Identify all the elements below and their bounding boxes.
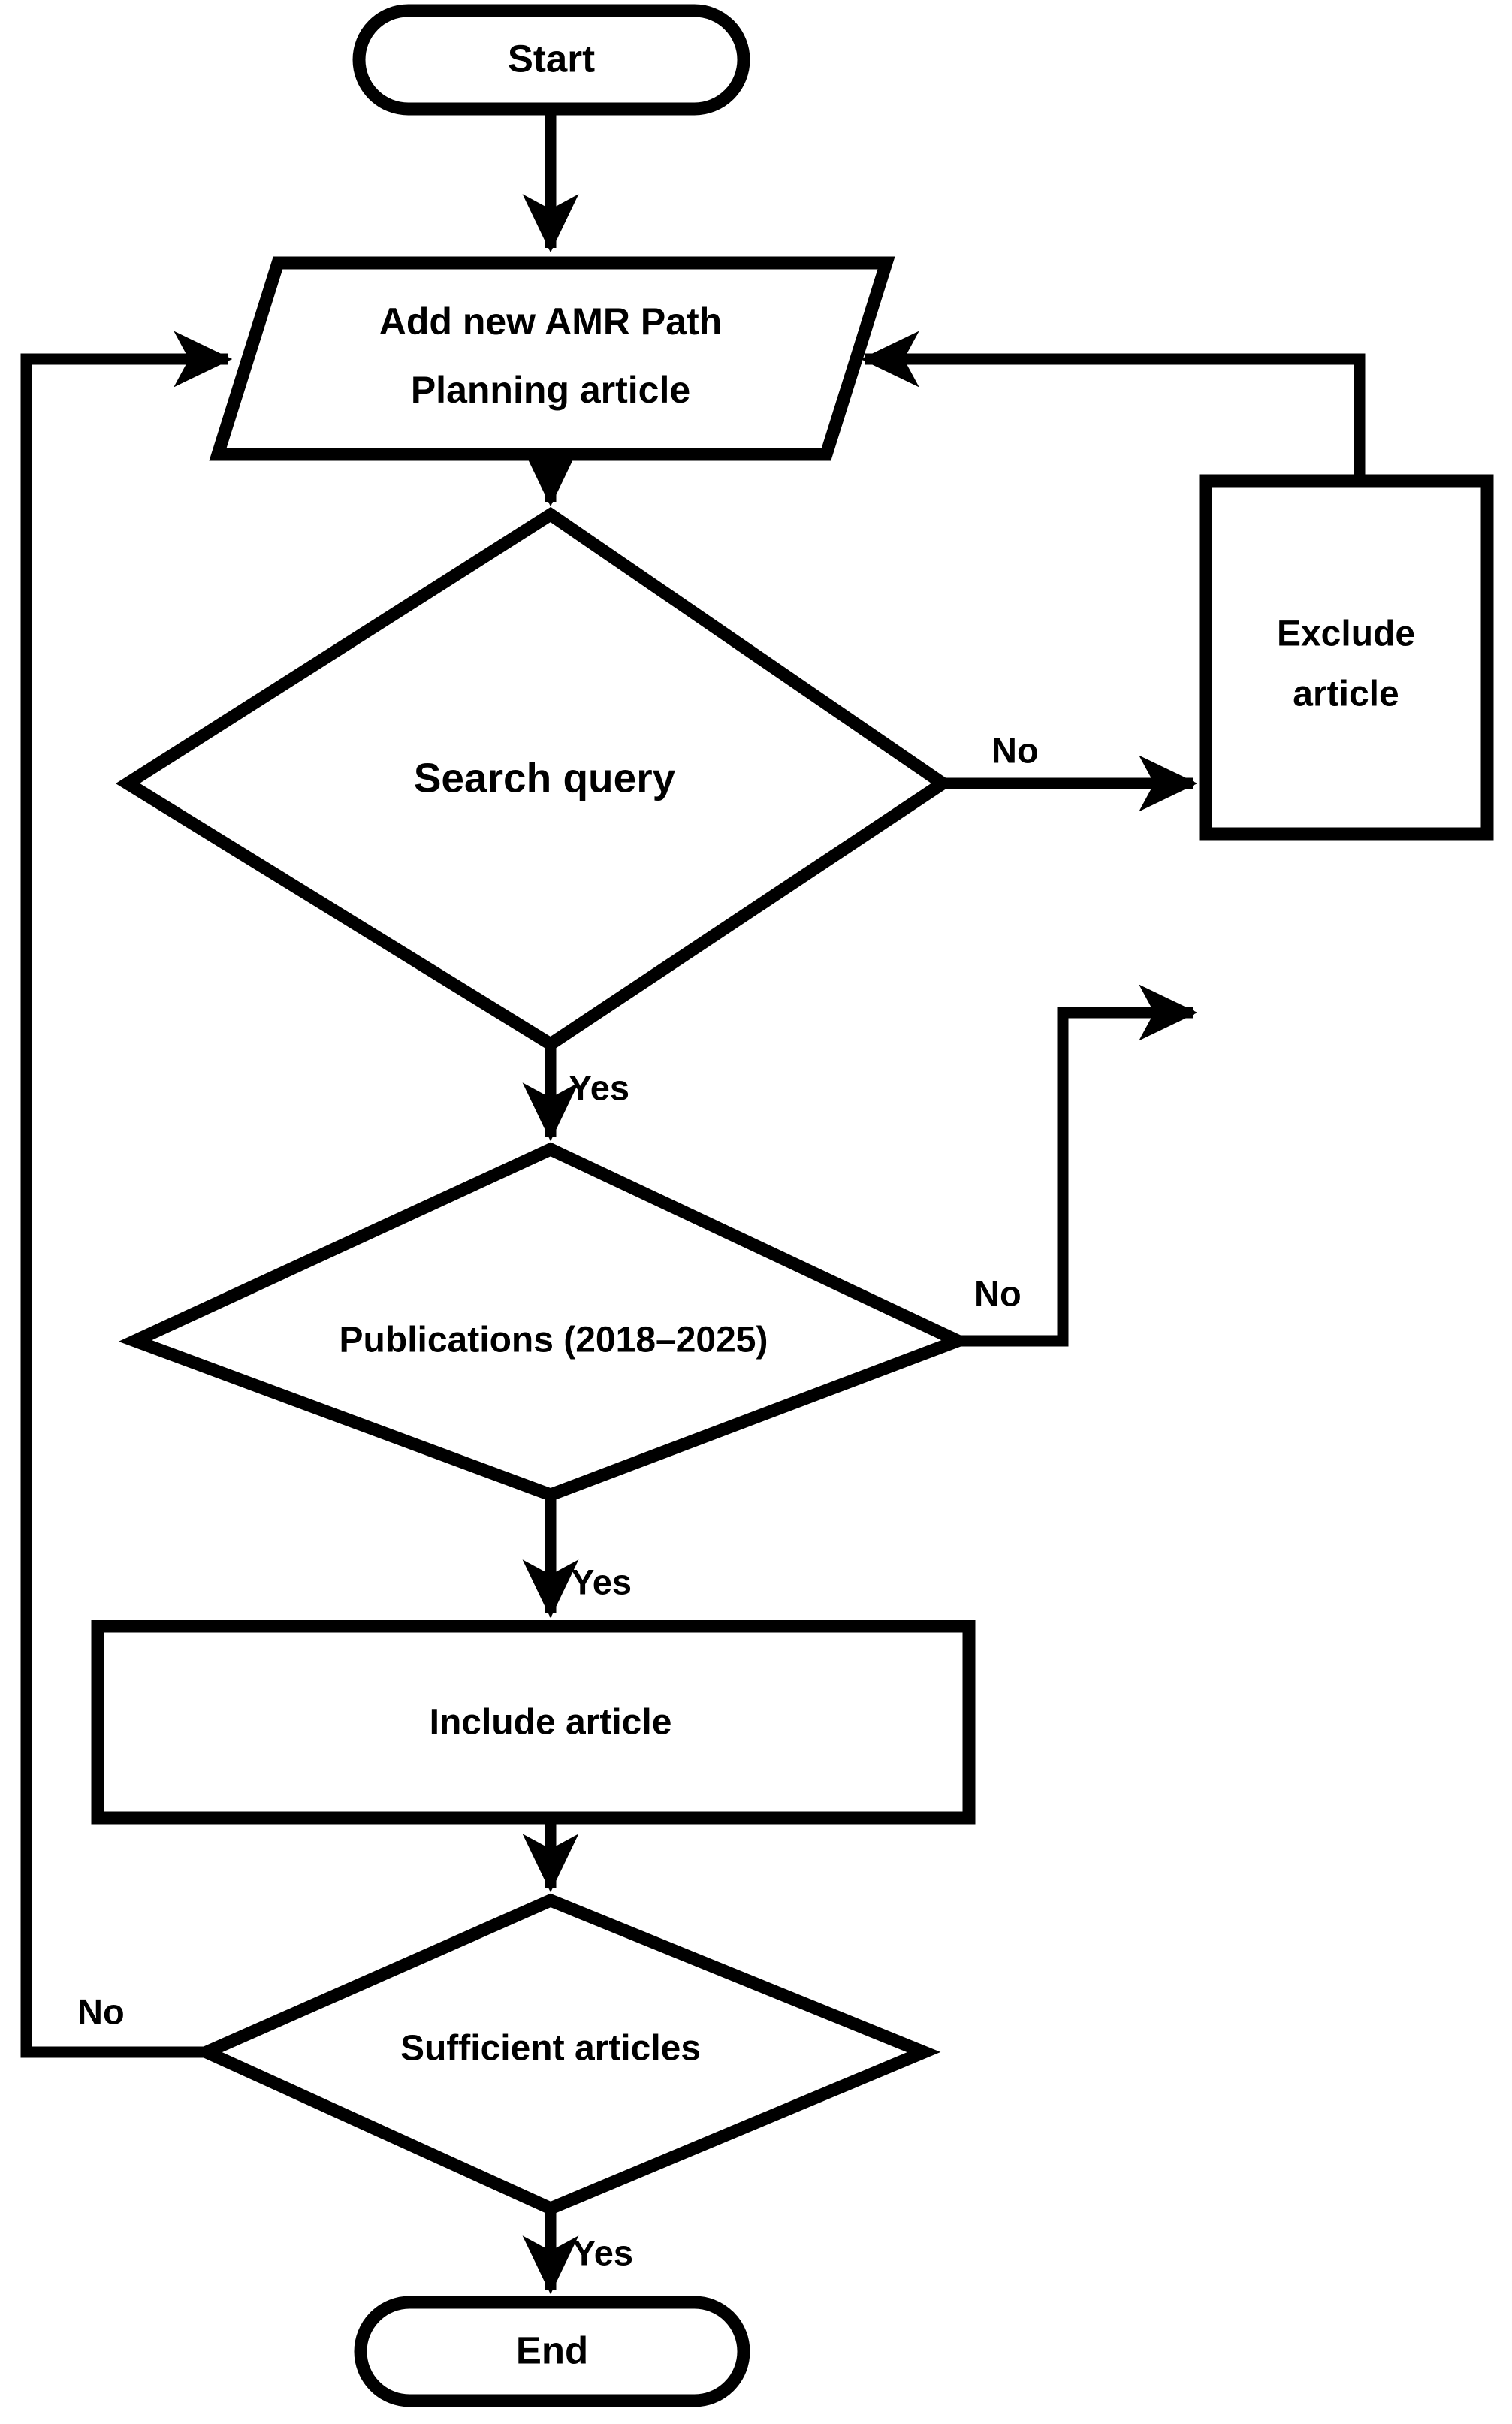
add-article-label-line2: Planning article xyxy=(411,369,690,411)
sufficient-articles-label: Sufficient articles xyxy=(400,2029,701,2069)
exclude-article-label-line2: article xyxy=(1293,675,1399,714)
edge-publications-no-to-exclude xyxy=(958,984,1198,1347)
publications-label: Publications (2018–2025) xyxy=(340,1321,768,1360)
node-search-query[interactable]: Search query xyxy=(115,506,955,1052)
include-article-label: Include article xyxy=(430,1703,672,1743)
search-query-label: Search query xyxy=(414,755,676,801)
include-article-shape xyxy=(91,1620,976,1825)
edge-exclude-to-add xyxy=(860,331,1366,481)
edge-label-sufficient-yes: Yes xyxy=(572,2232,633,2272)
edge-label-publications-no: No xyxy=(974,1273,1022,1313)
edge-label-sufficient-no: No xyxy=(77,1991,125,2031)
node-end[interactable]: End xyxy=(354,2296,750,2407)
edge-label-search-no: No xyxy=(991,730,1039,770)
search-query-shape xyxy=(115,506,955,1052)
node-include-article[interactable]: Include article xyxy=(91,1620,976,1825)
end-shape xyxy=(354,2296,750,2407)
node-add-article[interactable]: Add new AMR Path Planning article xyxy=(209,256,895,461)
add-article-shape xyxy=(209,256,895,461)
node-publications[interactable]: Publications (2018–2025) xyxy=(118,1142,974,1502)
publications-shape xyxy=(118,1142,974,1502)
edge-label-search-yes: Yes xyxy=(569,1067,629,1107)
edge-label-publications-yes: Yes xyxy=(571,1562,632,1601)
start-shape xyxy=(352,4,750,116)
node-exclude-article[interactable]: Exclude article xyxy=(1199,474,1494,841)
node-start[interactable]: Start xyxy=(352,4,750,116)
start-label: Start xyxy=(508,37,595,80)
sufficient-articles-shape xyxy=(191,1893,941,2216)
end-label: End xyxy=(516,2329,588,2371)
edge-sufficient-no-to-add xyxy=(20,331,233,2058)
connector-group: exclude --> publications --> exclude (ri… xyxy=(20,109,1366,2295)
exclude-article-label-line1: Exclude xyxy=(1277,614,1415,654)
node-sufficient-articles[interactable]: Sufficient articles xyxy=(191,1893,941,2216)
exclude-article-shape xyxy=(1199,474,1494,841)
add-article-label-line1: Add new AMR Path xyxy=(379,300,722,343)
